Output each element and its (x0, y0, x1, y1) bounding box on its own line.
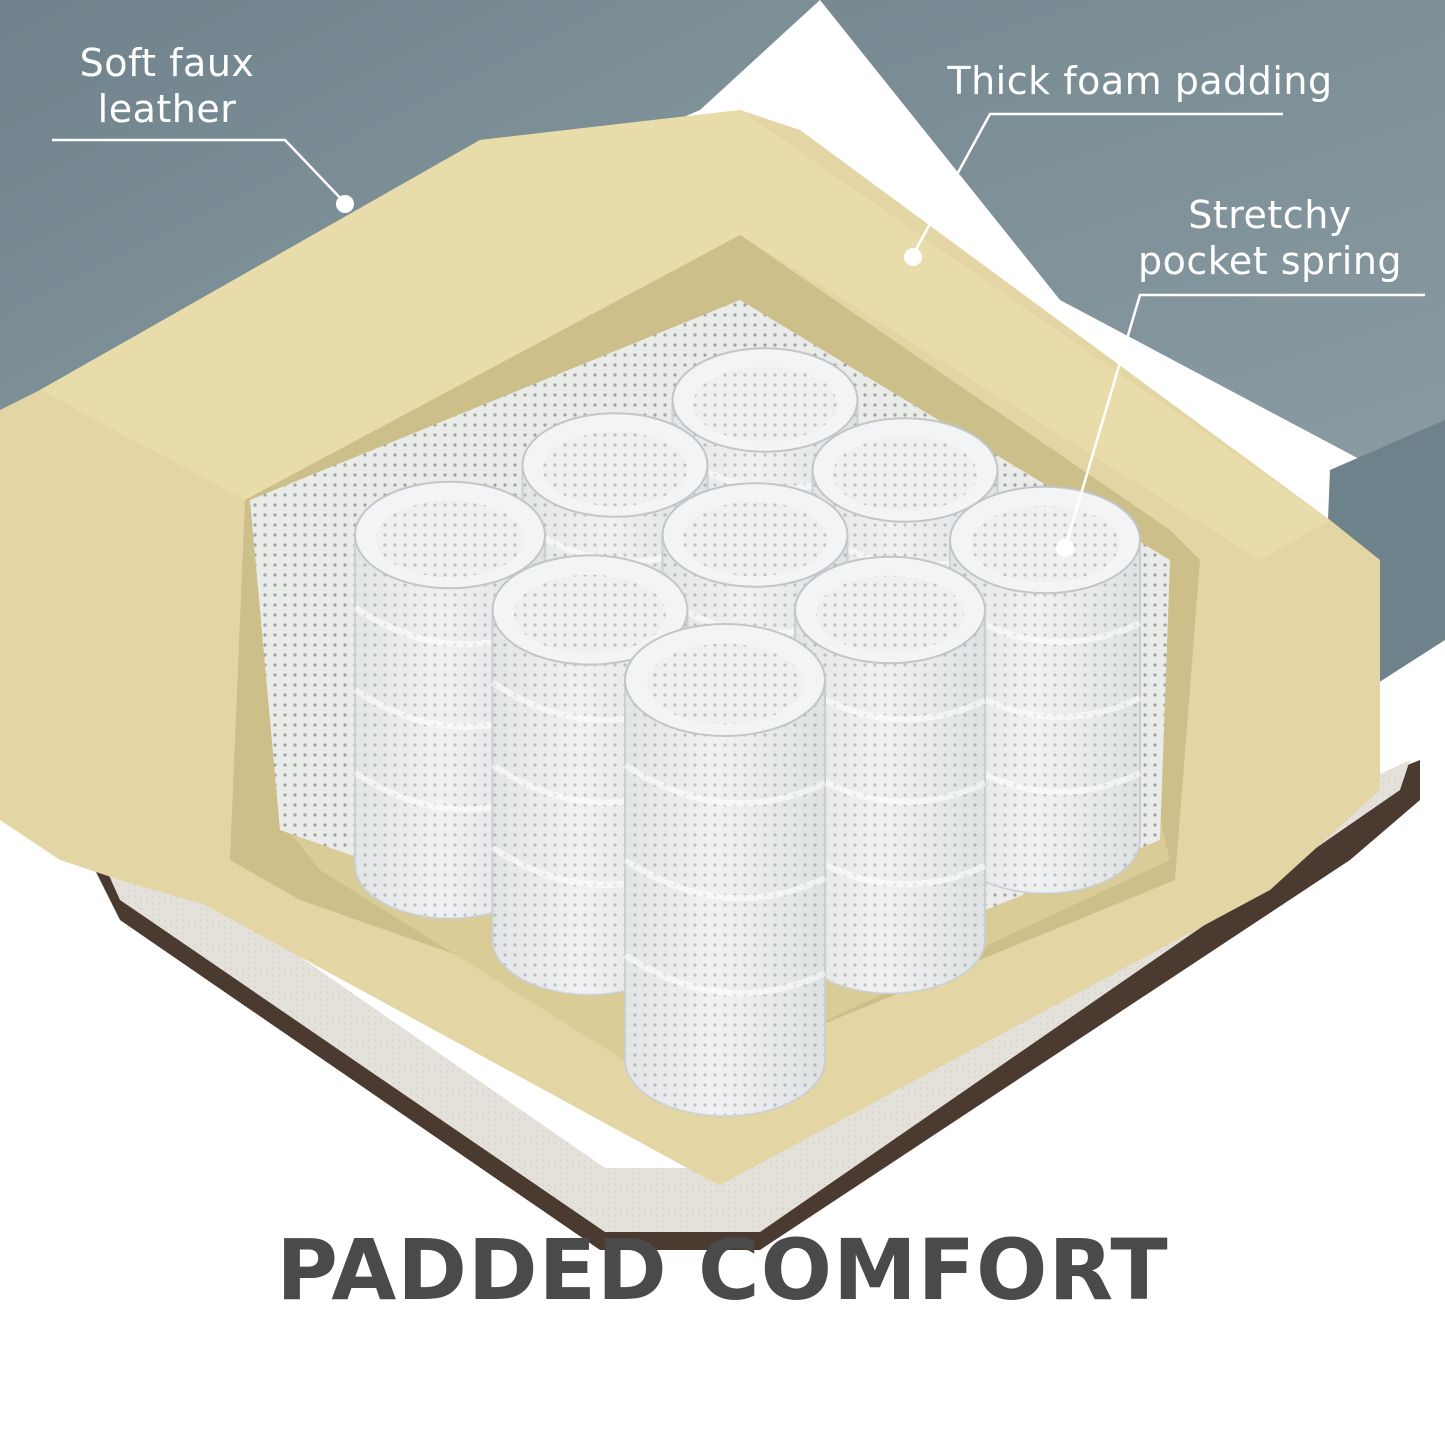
headline-title: PADDED COMFORT (276, 1221, 1169, 1319)
leader-stretchy-pocket-spring (1063, 293, 1425, 549)
leather-upholstery (0, 0, 1445, 470)
callout-stretchy-pocket-spring: Stretchy pocket spring (1137, 193, 1403, 283)
marker-thick-foam-padding (904, 248, 922, 266)
callout-thick-foam-padding: Thick foam padding (947, 59, 1333, 103)
leader-thick-foam-padding (911, 112, 1283, 256)
spring-cylinder (793, 555, 987, 995)
callout-markers (336, 195, 1074, 557)
leader-soft-faux-leather (52, 138, 346, 204)
marker-soft-faux-leather (336, 195, 354, 213)
foam-top-face (40, 110, 1330, 560)
callout-leaders (52, 112, 1425, 549)
marker-stretchy-pocket-spring (1056, 539, 1074, 557)
spring-cylinder (623, 623, 827, 1117)
callout-soft-faux-leather: Soft faux leather (79, 41, 255, 131)
pocket-springs (353, 347, 1142, 1117)
